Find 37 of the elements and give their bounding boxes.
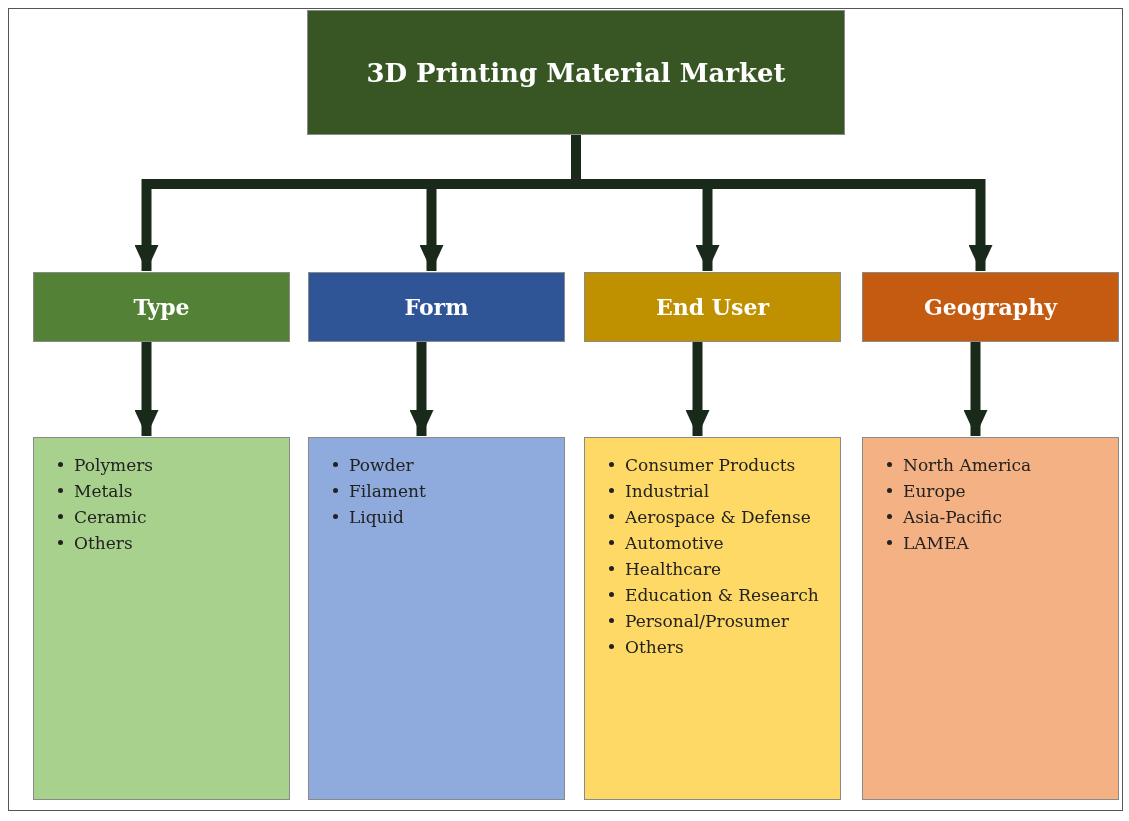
arrow — [134, 342, 159, 436]
list-item: Asia-Pacific — [903, 506, 1002, 529]
list-item: Polymers — [74, 454, 154, 477]
list-item: Others — [74, 532, 133, 555]
category-box — [308, 272, 565, 342]
category-box — [584, 272, 841, 342]
list-item: Ceramic — [74, 506, 147, 529]
list-item: Healthcare — [625, 558, 722, 581]
category-box — [33, 272, 290, 342]
list-item: Education & Research — [625, 584, 819, 607]
list-item: Industrial — [625, 480, 710, 503]
list-item: Filament — [349, 480, 426, 503]
arrow — [685, 342, 710, 436]
list-box — [584, 437, 841, 800]
list-item: Aerospace & Defense — [625, 506, 811, 529]
list-item: Metals — [74, 480, 133, 503]
list-item: Consumer Products — [625, 454, 796, 477]
list-box — [33, 437, 290, 800]
list-item: Europe — [903, 480, 966, 503]
list-item: Liquid — [349, 506, 404, 529]
title-box — [307, 10, 845, 135]
category-label: End User — [656, 294, 769, 320]
list-item: Powder — [349, 454, 414, 477]
root-label: 3D Printing Material Market — [366, 57, 786, 88]
list-item: North America — [903, 454, 1032, 477]
list-item: Automotive — [625, 532, 724, 555]
category-label: Geography — [924, 294, 1057, 320]
category-label: Type — [133, 294, 190, 320]
category-box — [862, 272, 1119, 342]
list-item: Personal/Prosumer — [625, 610, 789, 633]
arrow — [963, 342, 988, 436]
list-item: LAMEA — [903, 532, 969, 555]
list-box — [862, 437, 1119, 800]
arrow — [409, 342, 434, 436]
list-box — [308, 437, 565, 800]
list-item: Others — [625, 636, 684, 659]
category-label: Form — [404, 294, 469, 320]
